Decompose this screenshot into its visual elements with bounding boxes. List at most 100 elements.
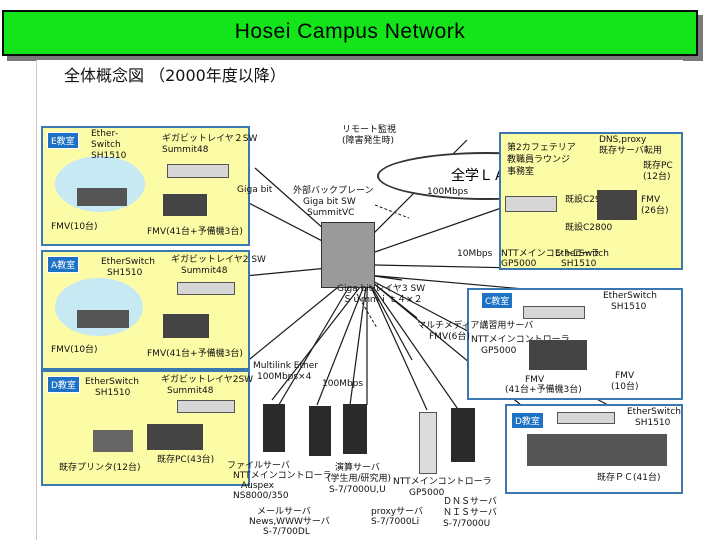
calc-server-label-2: (学生用/研究用) — [327, 474, 392, 484]
ntt-server-label: NTTメインコントローラ — [393, 477, 492, 487]
d2-pc-label: 既存ＰＣ(41台) — [597, 473, 661, 483]
calc-server-label-3: S-7/7000U,U — [329, 485, 386, 495]
d-giga-label-2: Summit48 — [167, 386, 214, 396]
speed-10-label: 10Mbps — [457, 249, 493, 259]
mail-server-label-2: News,WWWサーバ — [249, 517, 330, 527]
d-giga-label: ギガビットレイヤ2SW — [161, 375, 254, 385]
backbone-label: 外部バックプレーン — [293, 186, 374, 196]
a-giga-label-2: Summit48 — [181, 266, 228, 276]
e-switch-icon — [167, 164, 229, 178]
fmv26-label: FMV — [641, 195, 661, 205]
speed-100b-label: 100Mbps — [322, 379, 364, 389]
e-giga-label-2: Summit48 — [162, 145, 209, 155]
e-room-tag: E教室 — [47, 132, 79, 149]
d-printer-icon — [93, 430, 133, 452]
d-pc-label: 既存PC(43台) — [157, 455, 215, 465]
core-switch-icon — [321, 222, 375, 288]
file-server-icon — [263, 404, 285, 452]
tr-ntt-label-2: GP5000 — [501, 259, 537, 269]
e-ether-label: Ether‐ — [91, 129, 119, 139]
calc-server-label: 演算サーバ — [335, 463, 380, 473]
fmv26-label-2: (26台) — [641, 206, 669, 216]
e-giga-label: ギガビットレイヤ２SW — [162, 134, 258, 144]
speed-100-label: 100Mbps — [427, 187, 469, 197]
d2-room-tag: D教室 — [511, 412, 544, 429]
multilink-label: Multilink Ether — [253, 361, 318, 371]
c2900-label: 既設C2900 — [565, 195, 613, 205]
c-ntt-label: NTTメインコントローラ — [471, 335, 570, 345]
office-label: 教職員ラウンジ — [507, 155, 571, 165]
dns-server-label-2: ＮＩＳサーバ — [443, 508, 497, 518]
c-ether-label-2: SH1510 — [611, 302, 647, 312]
tr-eth-label-2: SH1510 — [561, 259, 597, 269]
a-pc-cluster-icon — [77, 310, 129, 328]
page-title: Hosei Campus Network — [234, 20, 466, 43]
d2-switch-icon — [557, 412, 615, 424]
a-ether-label: EtherSwitch — [101, 257, 155, 267]
dns-server-label-3: S-7/7000U — [443, 519, 491, 529]
tr-fmv-cluster-icon — [597, 190, 637, 220]
file-server-label: ファイルサーバ — [227, 461, 290, 471]
e-ether-label-3: SH1510 — [91, 151, 127, 161]
c2800-label: 既設C2800 — [565, 223, 613, 233]
mail-server-label: メールサーバ — [257, 507, 311, 517]
c-room-tag: C教室 — [481, 292, 514, 309]
cafeteria-label: 第2カフェテリア — [507, 143, 576, 153]
e-fmv41-label: FMV(41台+予備機3台) — [147, 227, 243, 237]
layer3-label: Giga bit レイヤ3 SW — [337, 284, 426, 294]
tr-ntt-label: NTTメインコントローラ — [501, 249, 600, 259]
c-ntt-label-2: GP5000 — [481, 346, 517, 356]
tr-dns-label: DNS,proxy — [599, 135, 647, 145]
a-room-tag: A教室 — [47, 256, 80, 273]
tr-dns-label-2: 既存サーバ転用 — [599, 146, 662, 156]
d-ether-label: EtherSwitch — [85, 377, 139, 387]
diagram-heading: 全体概念図 （2000年度以降） — [64, 66, 286, 85]
c-switch-icon — [523, 306, 585, 319]
file-server-label-2: NTTメインコントローラ — [233, 471, 332, 481]
tr-pc-label: 既存PC — [643, 161, 673, 171]
e-pc-cluster-icon — [77, 188, 127, 206]
mail-server-icon — [309, 406, 331, 456]
d2-pc-cluster-icon — [527, 434, 667, 466]
c-fmv10-label-2: (10台) — [611, 382, 639, 392]
office2-label: 事務室 — [507, 167, 535, 177]
proxy-server-label: proxyサーバ — [371, 507, 424, 517]
e-fmv-cluster-icon — [163, 194, 207, 216]
d-pc-cluster-icon — [147, 424, 203, 450]
c-fmv-label: FMV — [525, 375, 545, 385]
network-diagram: 全体概念図 （2000年度以降） 全学ＬＡＮ E教室 Ether‐ Switch… — [36, 60, 683, 540]
tr-eth-label: EtherSwitch — [555, 249, 609, 259]
d-switch-icon — [177, 400, 235, 413]
a-fmv41-label: FMV(41台+予備機3台) — [147, 349, 243, 359]
gigabit-label: Giga bit — [237, 185, 273, 195]
c-ether-label: EtherSwitch — [603, 291, 657, 301]
file-server-label-3: Auspex — [241, 481, 274, 491]
backbone-label-3: SummitVC — [307, 208, 355, 218]
calc-server-icon — [343, 404, 367, 454]
c-fmv-label-2: (41台+予備機3台) — [505, 385, 582, 395]
e-fmv10-label: FMV(10台) — [51, 222, 98, 232]
d2-ether-label: EtherSwitch — [627, 407, 681, 417]
backbone-label-2: Giga bit SW — [303, 197, 356, 207]
remote-monitor-label: リモート監視 — [342, 125, 397, 135]
c-fmv10-label: FMV — [615, 371, 635, 381]
title-banner: Hosei Campus Network — [2, 10, 698, 56]
tr-pc-label-2: (12台) — [643, 172, 671, 182]
mail-server-label-3: S-7/700DL — [263, 527, 310, 537]
multilink-label-2: 100Mbps×4 — [257, 372, 312, 382]
e-ether-label-2: Switch — [91, 140, 121, 150]
a-ether-label-2: SH1510 — [107, 268, 143, 278]
dns-server-icon — [451, 408, 475, 462]
d-printer-label: 既存プリンタ(12台) — [59, 463, 141, 473]
a-fmv-cluster-icon — [163, 314, 209, 338]
dns-server-label: ＤＮＳサーバ — [443, 497, 497, 507]
d2-ether-label-2: SH1510 — [635, 418, 671, 428]
ntt-controller-icon — [419, 412, 437, 474]
c-mfmv-label: マルチメディア講習用サーバ — [417, 321, 534, 331]
c-fmv-cluster-icon — [529, 340, 587, 370]
a-fmv10-label: FMV(10台) — [51, 345, 98, 355]
d-ether-label-2: SH1510 — [95, 388, 131, 398]
d-room-tag: D教室 — [47, 376, 80, 393]
ntt-server-label-2: GP5000 — [409, 488, 445, 498]
remote-monitor-sub: (障害発生時) — [342, 136, 395, 146]
